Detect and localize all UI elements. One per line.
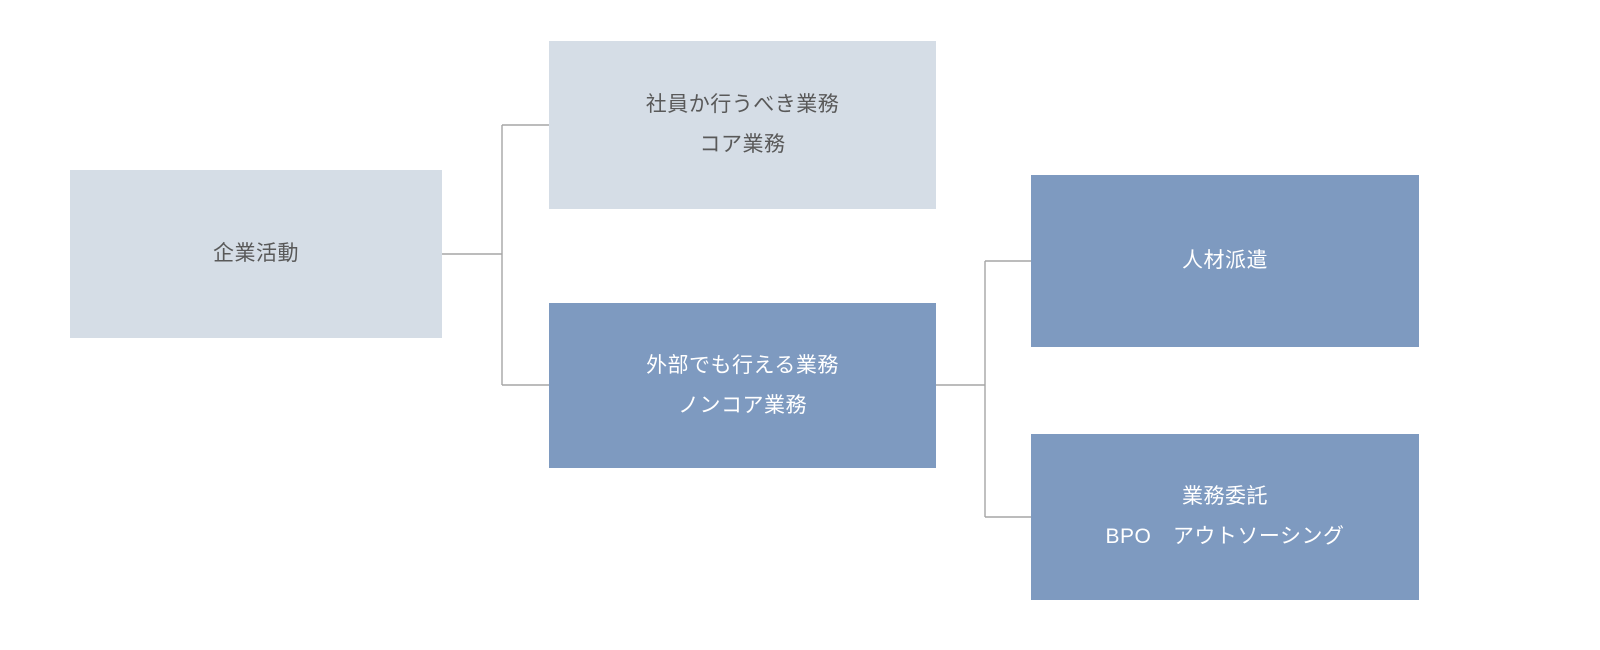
connector-noncore-to-right xyxy=(936,260,1031,518)
node-label-line1: 外部でも行える業務 xyxy=(646,353,839,377)
node-label: 人材派遣 xyxy=(1182,249,1268,272)
node-label-line1: 社員か行うべき業務 xyxy=(645,93,840,116)
node-outsourcing: 業務委託 BPO アウトソーシング xyxy=(1031,434,1419,600)
node-noncore-work: 外部でも行える業務 ノンコア業務 xyxy=(549,303,936,468)
node-label-line2: BPO アウトソーシング xyxy=(1105,525,1345,548)
node-label: 企業活動 xyxy=(213,242,299,265)
node-label-line2: コア業務 xyxy=(699,133,786,156)
node-label-line1: 業務委託 xyxy=(1182,485,1268,508)
connector-root-to-middle xyxy=(442,124,549,386)
node-core-work: 社員か行うべき業務 コア業務 xyxy=(549,41,936,209)
node-label-line2: ノンコア業務 xyxy=(678,393,807,417)
node-corporate-activities: 企業活動 xyxy=(70,170,442,338)
node-staffing: 人材派遣 xyxy=(1031,175,1419,347)
